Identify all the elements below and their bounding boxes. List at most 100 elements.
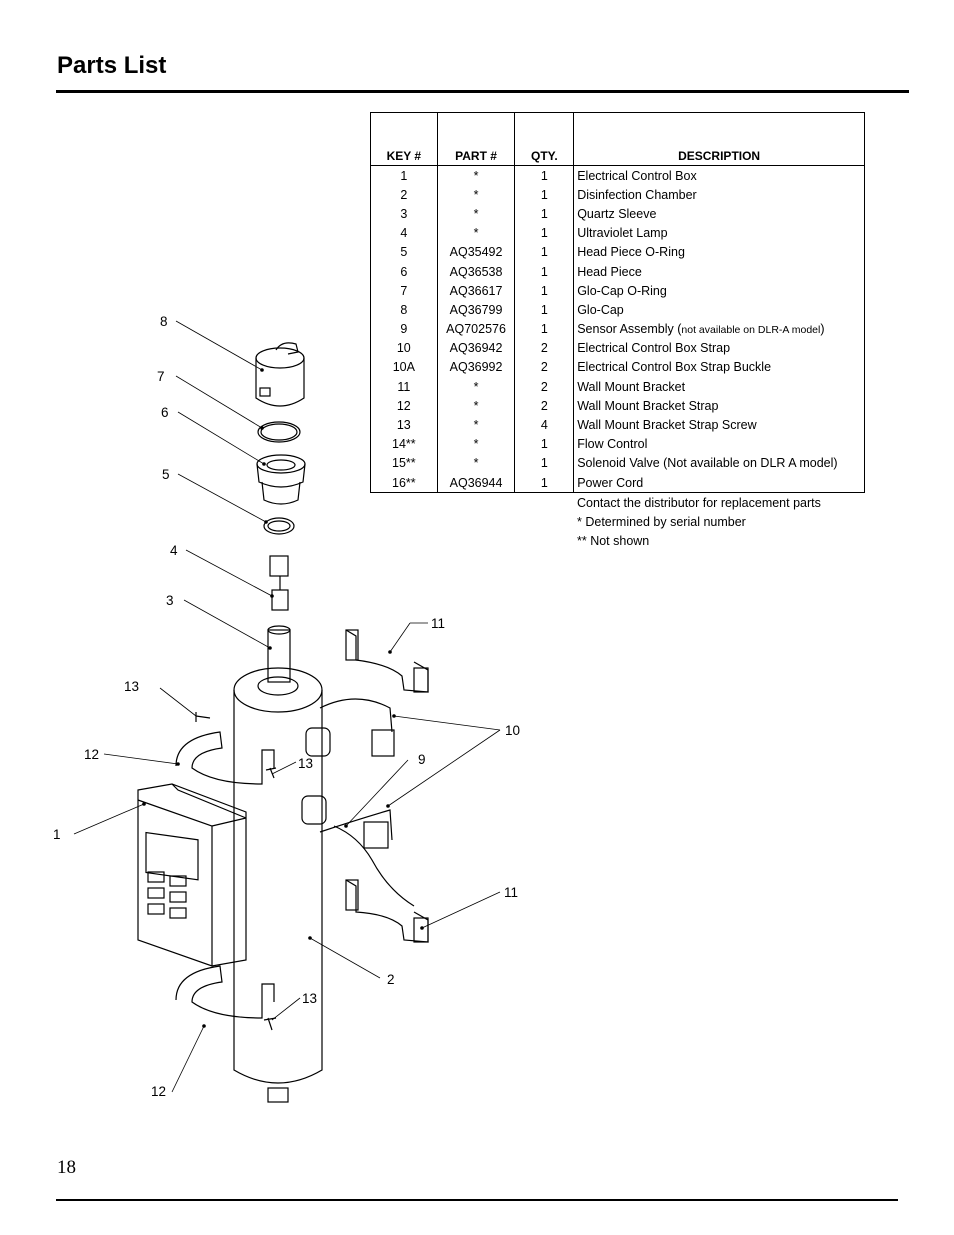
- cell-part: *: [436, 165, 516, 186]
- description-text: Sensor Assembly (: [577, 322, 682, 337]
- callout-5: 5: [162, 467, 170, 482]
- cell-description: Solenoid Valve (Not available on DLR A m…: [573, 453, 865, 473]
- description-text: Electrical Control Box Strap Buckle: [577, 360, 772, 375]
- table-header-row: KEY # PART # QTY. DESCRIPTION: [370, 112, 865, 166]
- page-title: Parts List: [57, 52, 167, 79]
- note-contact: Contact the distributor for replacement …: [577, 496, 821, 510]
- description-text: Electrical Control Box Strap: [577, 341, 731, 356]
- control-box-straps-drawing: [319, 698, 415, 907]
- description-text: Power Cord: [577, 475, 644, 490]
- cell-part: AQ36799: [436, 300, 516, 320]
- cell-part: *: [436, 185, 516, 205]
- callout-2: 2: [387, 972, 395, 987]
- description-text: Disinfection Chamber: [577, 187, 697, 202]
- cell-description: Wall Mount Bracket: [573, 377, 865, 397]
- callout-13-bottom: 13: [302, 991, 317, 1006]
- cell-description: Electrical Control Box: [573, 165, 865, 186]
- description-text: Quartz Sleeve: [577, 206, 657, 221]
- callout-4: 4: [170, 543, 178, 558]
- cell-key: 16**: [370, 473, 438, 494]
- callout-13-top: 13: [124, 679, 139, 694]
- note-serial: * Determined by serial number: [577, 515, 746, 529]
- cell-part: *: [436, 377, 516, 397]
- cell-part: AQ36942: [436, 338, 516, 358]
- description-text: Wall Mount Bracket Strap Screw: [577, 418, 757, 433]
- cell-description: Wall Mount Bracket Strap: [573, 396, 865, 416]
- callout-10: 10: [505, 723, 520, 738]
- description-text: Wall Mount Bracket Strap: [577, 398, 719, 413]
- cell-part: AQ36992: [436, 357, 516, 378]
- cell-description: Electrical Control Box Strap Buckle: [573, 357, 865, 378]
- cell-description: Glo-Cap O-Ring: [573, 281, 865, 301]
- description-text: Glo-Cap O-Ring: [577, 283, 667, 298]
- uv-lamp-drawing: [269, 555, 289, 611]
- callout-8: 8: [160, 314, 168, 329]
- screw-1-drawing: [195, 712, 211, 722]
- cell-part: AQ35492: [436, 242, 516, 262]
- header-rule: [56, 90, 909, 93]
- header-part: PART #: [436, 112, 516, 166]
- cell-description: Electrical Control Box Strap: [573, 338, 865, 358]
- cell-key: 15**: [370, 453, 438, 473]
- footer-rule: [56, 1199, 898, 1201]
- callout-13-middle: 13: [298, 756, 313, 771]
- glo-cap-drawing: [255, 342, 305, 407]
- callout-7: 7: [157, 369, 165, 384]
- callout-9: 9: [418, 752, 426, 767]
- chamber-drawing: [233, 667, 331, 1103]
- cell-key: 10: [370, 338, 438, 358]
- cell-description: Power Cord: [573, 473, 865, 494]
- callout-11-top: 11: [431, 616, 445, 631]
- wall-mount-bracket-bottom-drawing: [345, 879, 429, 943]
- cell-description: Sensor Assembly (not available on DLR-A …: [573, 319, 865, 339]
- description-note: not available on DLR-A model: [681, 324, 821, 337]
- cell-part: *: [436, 434, 516, 454]
- cell-description: Flow Control: [573, 434, 865, 454]
- description-text: Head Piece O-Ring: [577, 245, 685, 260]
- cell-description: Head Piece O-Ring: [573, 242, 865, 262]
- header-description: DESCRIPTION: [573, 112, 865, 166]
- description-text: Ultraviolet Lamp: [577, 226, 668, 241]
- callout-3: 3: [166, 593, 174, 608]
- cell-description: Head Piece: [573, 261, 865, 282]
- head-piece-o-ring-drawing: [263, 517, 295, 535]
- header-key: KEY #: [370, 112, 438, 166]
- cell-part: AQ36617: [436, 281, 516, 301]
- description-text: Head Piece: [577, 264, 642, 279]
- cell-part: *: [436, 453, 516, 473]
- cell-part: AQ702576: [436, 319, 516, 339]
- callout-1: 1: [53, 827, 61, 842]
- quartz-sleeve-drawing: [267, 625, 291, 683]
- description-text: Flow Control: [577, 437, 648, 452]
- cell-key: 13: [370, 415, 438, 435]
- screw-3-drawing: [263, 1017, 277, 1031]
- cell-part: AQ36944: [436, 473, 516, 494]
- cell-description: Wall Mount Bracket Strap Screw: [573, 415, 865, 435]
- cell-description: Ultraviolet Lamp: [573, 223, 865, 243]
- cell-key: 10A: [370, 357, 438, 378]
- page-number: 18: [57, 1157, 76, 1178]
- cell-description: Quartz Sleeve: [573, 204, 865, 224]
- description-text: Wall Mount Bracket: [577, 379, 686, 394]
- cell-key: 12: [370, 396, 438, 416]
- description-text: Solenoid Valve (Not available on DLR A m…: [577, 456, 838, 471]
- wall-mount-strap-bottom-drawing: [175, 965, 275, 1019]
